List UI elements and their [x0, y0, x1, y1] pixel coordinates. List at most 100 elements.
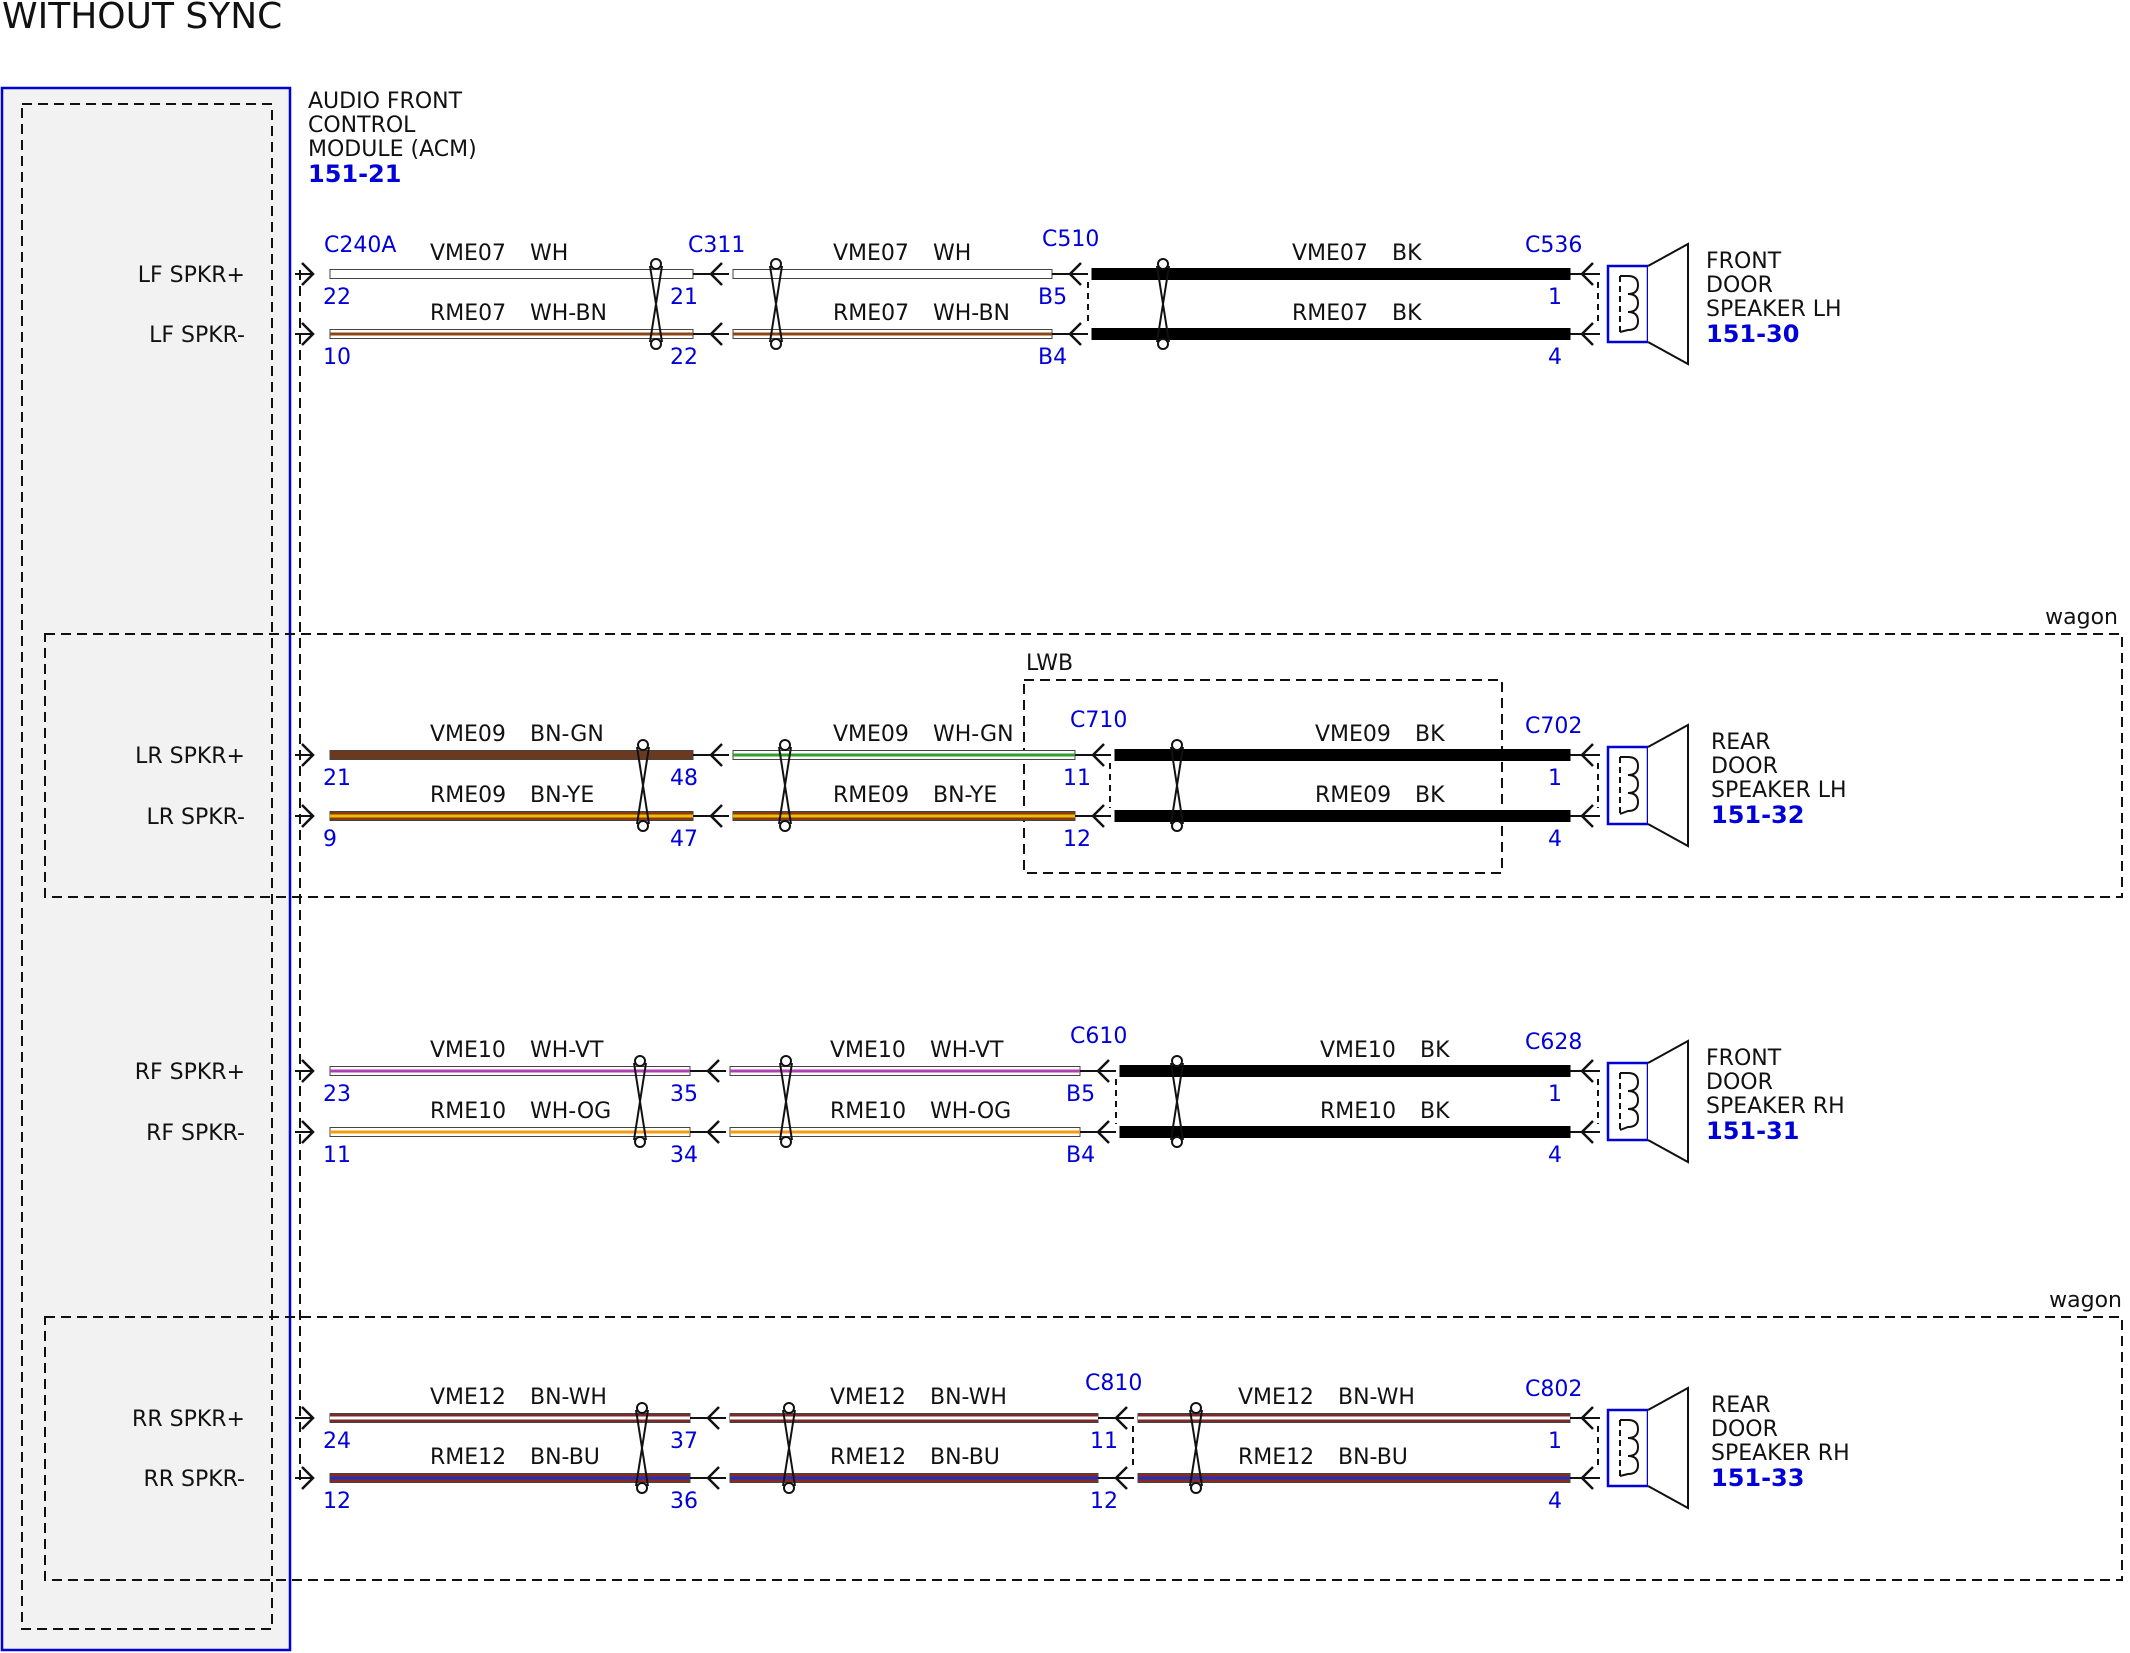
pin-number-lf-c1-0: 21: [670, 285, 698, 310]
pin-number-lf-c1-1: 22: [670, 345, 698, 370]
speaker-name-rf-line-3: SPEAKER RH: [1706, 1094, 1845, 1119]
speaker-ref-lf: 151-30: [1706, 320, 1799, 348]
circuit-lf-seg3-1: RME07: [1292, 301, 1368, 326]
pin-number-lf-c2-0: B5: [1038, 285, 1067, 310]
color-lf-seg1-0: WH: [530, 241, 568, 266]
circuit-rr-seg3-0: VME12: [1238, 1385, 1314, 1410]
circuit-rr-seg3-1: RME12: [1238, 1445, 1314, 1470]
speaker-ref-lr: 151-32: [1711, 801, 1804, 829]
connector-name-lf-1: C311: [688, 233, 745, 258]
pin-label-lr-neg: LR SPKR-: [146, 805, 245, 830]
connector-name-lr-3: C702: [1525, 714, 1582, 739]
color-lf-seg3-1: BK: [1392, 301, 1422, 326]
module-ref: 151-21: [308, 160, 401, 188]
twist-rr-seg3: [1189, 1402, 1203, 1494]
wire-rf-seg3-pos: [1119, 1065, 1571, 1077]
color-rr-seg1-1: BN-BU: [530, 1445, 600, 1470]
pin-label-rr-neg: RR SPKR-: [143, 1467, 245, 1492]
wire-rr-seg3-pos-stripe: [1138, 1416, 1570, 1420]
circuit-lf-seg1-1: RME07: [430, 301, 506, 326]
circuit-lf-seg2-1: RME07: [833, 301, 909, 326]
pin-label-rf-neg: RF SPKR-: [146, 1121, 245, 1146]
color-lf-seg2-1: WH-BN: [933, 301, 1010, 326]
twist-lf-seg3: [1156, 258, 1170, 350]
twist-rf-seg3: [1170, 1055, 1184, 1148]
circuit-rr-seg2-0: VME12: [830, 1385, 906, 1410]
connector-name-lf-0: C240A: [324, 233, 396, 258]
wire-rf-seg3-neg: [1119, 1126, 1571, 1138]
connector-name-rr-3: C802: [1525, 1377, 1582, 1402]
speaker-name-rr-line-1: REAR: [1711, 1393, 1771, 1418]
circuit-rf-seg1-0: VME10: [430, 1038, 506, 1063]
speaker-lr-icon: [1606, 723, 1689, 848]
wire-lr-seg2-pos-stripe: [733, 753, 1075, 757]
pin-number-rr-c1-1: 36: [670, 1489, 698, 1514]
speaker-name-rr-line-3: SPEAKER RH: [1711, 1441, 1850, 1466]
wire-lf-seg1-pos: [329, 269, 694, 279]
color-rr-seg3-0: BN-WH: [1338, 1385, 1415, 1410]
circuit-group-lr: LR SPKR+ LR SPKR- VME09 BN-GN RME09 BN-YE VME0…: [135, 708, 1847, 852]
pin-label-rr-pos: RR SPKR+: [132, 1407, 245, 1432]
color-lr-seg3-0: BK: [1415, 722, 1445, 747]
wire-rr-seg3-neg-stripe: [1138, 1476, 1570, 1480]
speaker-name-rr-line-2: DOOR: [1711, 1417, 1778, 1442]
lwb-label: LWB: [1026, 651, 1073, 676]
pin-label-lf-pos: LF SPKR+: [138, 263, 245, 288]
pin-number-lr-c2-0: 11: [1063, 766, 1091, 791]
wire-lf-seg3-pos: [1091, 268, 1571, 280]
circuit-lr-seg3-0: VME09: [1315, 722, 1391, 747]
circuit-lr-seg2-0: VME09: [833, 722, 909, 747]
speaker-ref-rr: 151-33: [1711, 1464, 1804, 1492]
module-name-line-1: AUDIO FRONT: [308, 89, 463, 114]
color-rf-seg1-0: WH-VT: [530, 1038, 604, 1063]
color-rr-seg2-1: BN-BU: [930, 1445, 1000, 1470]
pin-number-lf-c3-0: 1: [1548, 285, 1562, 310]
wire-rf-seg2-neg-stripe: [730, 1130, 1080, 1134]
pin-label-lr-pos: LR SPKR+: [135, 744, 245, 769]
wire-rr-seg1-neg-stripe: [330, 1476, 690, 1480]
twist-lr-seg3: [1170, 739, 1184, 832]
wagon-zone-bottom: [44, 1316, 2123, 1581]
pin-label-rf-pos: RF SPKR+: [135, 1060, 245, 1085]
connector-name-rr-2: C810: [1085, 1371, 1142, 1396]
circuit-lr-seg1-1: RME09: [430, 783, 506, 808]
pin-number-lr-c2-1: 12: [1063, 827, 1091, 852]
color-lr-seg2-1: BN-YE: [933, 783, 997, 808]
wire-rf-seg1-pos-stripe: [330, 1069, 690, 1073]
module-name-line-3: MODULE (ACM): [308, 137, 477, 162]
pin-number-rf-c2-1: B4: [1066, 1143, 1095, 1168]
color-lr-seg1-1: BN-YE: [530, 783, 594, 808]
pin-number-rr-c0-0: 24: [323, 1429, 351, 1454]
speaker-lf-icon: [1606, 242, 1689, 366]
wire-lf-seg2-neg-stripe: [733, 332, 1052, 336]
circuit-lr-seg2-1: RME09: [833, 783, 909, 808]
color-lr-seg1-0: BN-GN: [530, 722, 604, 747]
color-lf-seg2-0: WH: [933, 241, 971, 266]
connector-name-lf-2: C510: [1042, 227, 1099, 252]
pin-number-rf-c3-1: 4: [1548, 1143, 1562, 1168]
wagon-label-bottom: wagon: [2049, 1288, 2122, 1313]
pin-number-lr-c0-1: 9: [323, 827, 337, 852]
circuit-rf-seg1-1: RME10: [430, 1099, 506, 1124]
pin-number-lf-c3-1: 4: [1548, 345, 1562, 370]
wire-lr-seg2-neg-stripe: [733, 814, 1075, 818]
connector-name-rf-2: C610: [1070, 1024, 1127, 1049]
wire-rr-seg2-neg-stripe: [730, 1476, 1098, 1480]
color-lf-seg3-0: BK: [1392, 241, 1422, 266]
module-name-line-2: CONTROL: [308, 113, 416, 138]
circuit-lr-seg1-0: VME09: [430, 722, 506, 747]
color-rf-seg2-1: WH-OG: [930, 1099, 1011, 1124]
circuit-group-rr: RR SPKR+ RR SPKR- VME12 BN-WH RME12 BN-BU VME1…: [132, 1371, 1850, 1514]
twist-lr-seg2: [778, 739, 792, 832]
wire-rf-seg1-neg-stripe: [330, 1130, 690, 1134]
connector-name-rf-3: C628: [1525, 1030, 1582, 1055]
twist-rr-seg2: [782, 1402, 796, 1494]
wire-rr-seg2-pos-stripe: [730, 1416, 1098, 1420]
pin-number-rr-c3-1: 4: [1548, 1489, 1562, 1514]
color-rf-seg3-0: BK: [1420, 1038, 1450, 1063]
pin-number-rr-c2-1: 12: [1090, 1489, 1118, 1514]
speaker-name-rf-line-1: FRONT: [1706, 1046, 1782, 1071]
